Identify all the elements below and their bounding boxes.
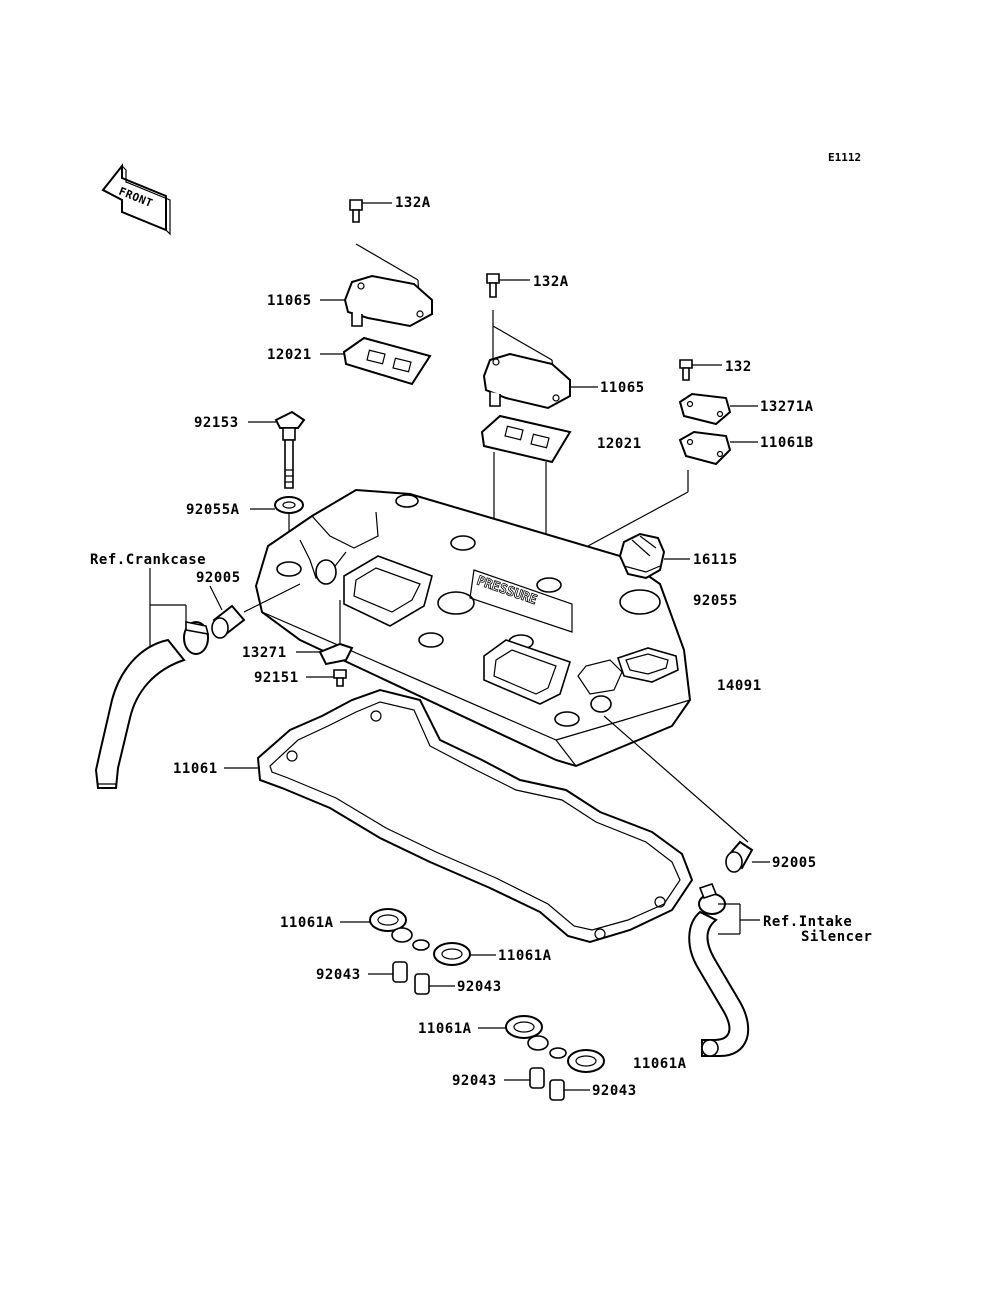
label-92055: 92055 (693, 593, 738, 609)
diagram-code: E1112 (828, 151, 861, 164)
clamp-left (183, 621, 210, 655)
ref-intake-label-2: Silencer (801, 929, 872, 945)
label-92043-4: 92043 (592, 1083, 637, 1099)
bolt-92151 (333, 669, 347, 687)
collar-92043-4 (549, 1079, 565, 1101)
label-11065-1: 11065 (267, 293, 312, 309)
o-ring-small-2 (527, 1035, 567, 1059)
fitting-92005-left (211, 604, 246, 639)
o-ring-11061a-large-4 (567, 1049, 605, 1073)
label-92005-2: 92005 (772, 855, 817, 871)
label-132a-1: 132A (395, 195, 431, 211)
label-92043-3: 92043 (452, 1073, 497, 1089)
collar-92043-1 (392, 961, 408, 983)
label-11061a-1: 11061A (280, 915, 334, 931)
cylinder-head-cover-14091: PRESSURE (254, 488, 692, 768)
clamp-right (698, 883, 726, 915)
label-16115: 16115 (693, 552, 738, 568)
gasket-12021-left (342, 336, 432, 386)
label-14091: 14091 (717, 678, 762, 694)
o-ring-11061a-large-2 (433, 942, 471, 966)
collar-92043-3 (529, 1067, 545, 1089)
o-ring-11061a-large-3 (505, 1015, 543, 1039)
label-92055a: 92055A (186, 502, 240, 518)
label-11065-2: 11065 (600, 380, 645, 396)
hose-left (94, 638, 186, 789)
hose-right (688, 910, 750, 1057)
clip-13271 (318, 642, 354, 666)
gasket-12021-middle (480, 414, 572, 464)
label-92043-2: 92043 (457, 979, 502, 995)
bolt-132a-left (349, 199, 363, 223)
label-13271: 13271 (242, 645, 287, 661)
label-132: 132 (725, 359, 752, 375)
breather-cover-11065-left (343, 274, 433, 328)
label-132a-2: 132A (533, 274, 569, 290)
label-11061: 11061 (173, 761, 218, 777)
fitting-92005-right (725, 840, 754, 873)
label-92043-1: 92043 (316, 967, 361, 983)
label-11061a-3: 11061A (418, 1021, 472, 1037)
label-11061b: 11061B (760, 435, 814, 451)
label-12021-2: 12021 (597, 436, 642, 452)
o-ring-92055 (619, 589, 661, 615)
label-92151: 92151 (254, 670, 299, 686)
label-92005-1: 92005 (196, 570, 241, 586)
breather-cover-11065-middle (482, 352, 571, 410)
oil-filler-cap-16115 (618, 532, 666, 580)
label-12021-1: 12021 (267, 347, 312, 363)
label-13271a: 13271A (760, 399, 814, 415)
ref-intake-label-1: Ref.Intake (763, 914, 852, 930)
bolt-132 (679, 359, 693, 381)
head-cover-gasket-11061 (256, 688, 694, 944)
bolt-92153 (274, 410, 306, 489)
label-11061a-2: 11061A (498, 948, 552, 964)
label-11061a-4: 11061A (633, 1056, 687, 1072)
o-ring-small-1 (391, 927, 430, 951)
plate-13271a (678, 392, 732, 426)
o-ring-11061a-large-1 (369, 908, 407, 932)
grommet-92055a (274, 496, 304, 514)
gasket-11061b (678, 430, 732, 466)
label-92153: 92153 (194, 415, 239, 431)
ref-crankcase-label: Ref.Crankcase (90, 552, 206, 568)
collar-92043-2 (414, 973, 430, 995)
front-arrow-icon: FRONT (101, 163, 171, 236)
bolt-132a-middle (486, 273, 500, 298)
